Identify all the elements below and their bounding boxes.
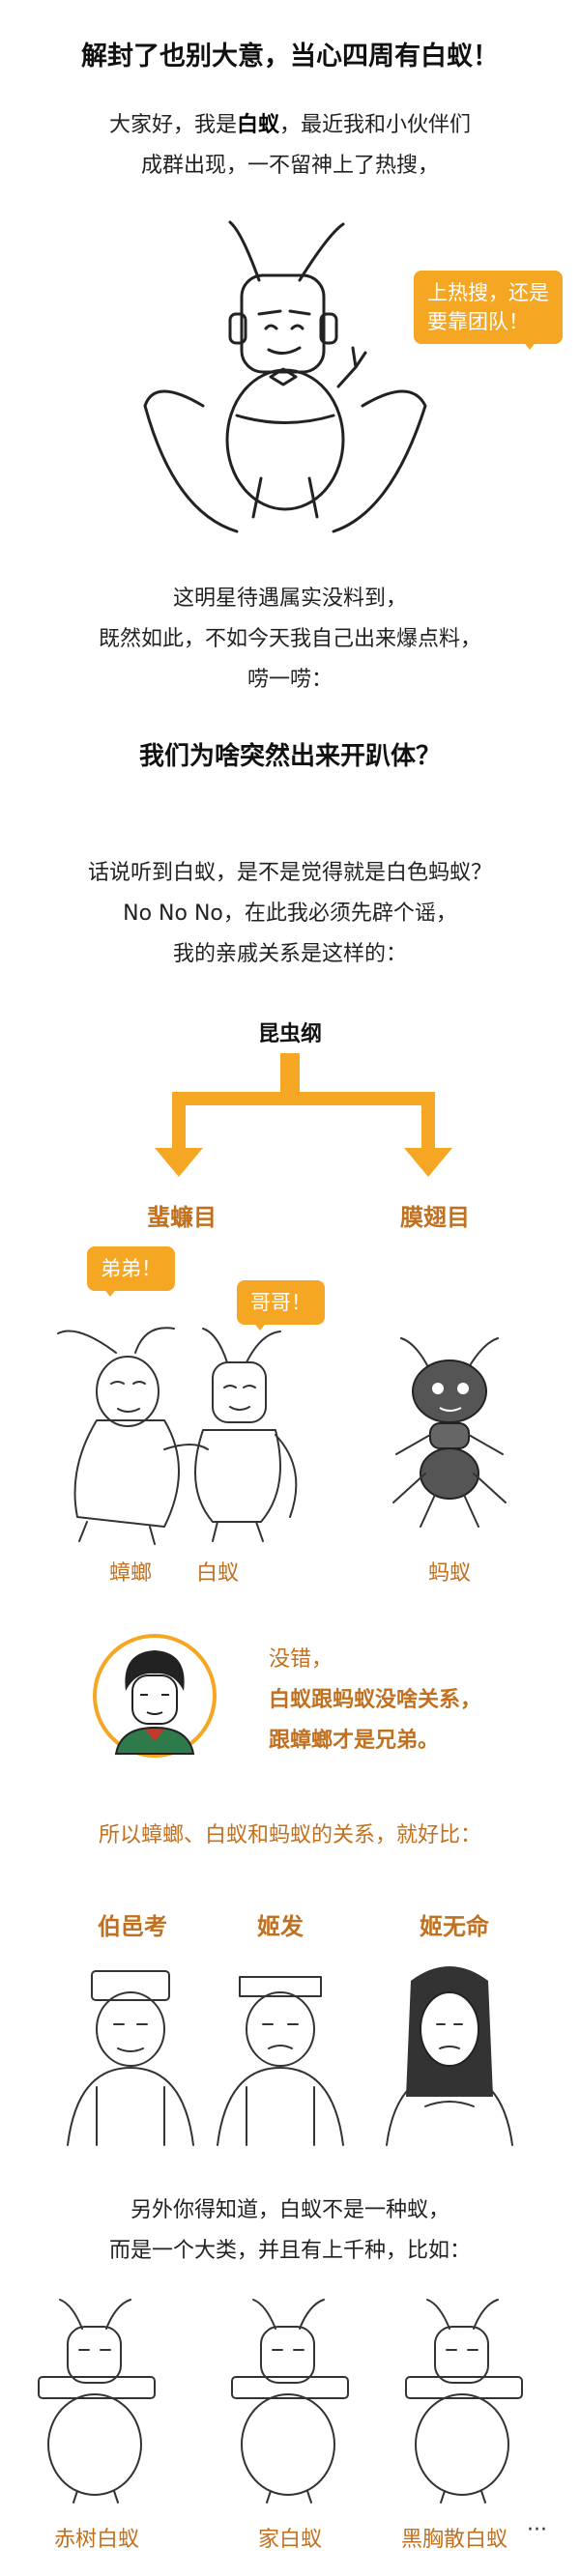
star-line-2: 既然如此，不如今天我自己出来爆点料， [98,627,481,651]
historical-figures-illustration [67,1966,513,2146]
relation-text: 所以蟑螂、白蚁和蚂蚁的关系，就好比： [98,1823,481,1847]
termite-species-illustration [38,2299,523,2504]
explain-line-2: 白蚁跟蚂蚁没啥关系， [269,1688,482,1712]
intro-bold-termite: 白蚁 [236,113,279,137]
species-label-1: 赤树白蚁 [53,2528,139,2552]
kinds-line-2: 而是一个大类，并且有上千种，比如： [108,2239,471,2263]
narrator-avatar [93,1634,217,1758]
classification-arrows [155,1053,452,1177]
tree-right-order: 膜翅目 [400,1204,470,1231]
intro-line-1: 大家好，我是白蚁，最近我和小伙伴们 [0,106,580,145]
more-ellipsis: ··· [527,2518,547,2542]
intro-text: 大家好，我是 [108,113,237,137]
headline: 解封了也别大意，当心四周有白蚁！ [81,42,499,72]
rumor-line-3: 我的亲戚关系是这样的： [172,942,407,966]
kinds-line-1: 另外你得知道，白蚁不是一种蚁， [130,2198,450,2222]
rumor-line-1: 话说听到白蚁，是不是觉得就是白色蚂蚁？ [87,861,492,885]
section-title: 我们为啥突然出来开趴体？ [138,742,441,771]
label-termite: 白蚁 [195,1561,239,1586]
species-label-2: 家白蚁 [257,2528,322,2552]
label-ant: 蚂蚁 [427,1561,471,1586]
bubble-line: 要靠团队！ [427,310,529,333]
name-jifa: 姬发 [257,1913,304,1940]
name-jiwuming: 姬无命 [420,1913,489,1940]
intro-text: ，最近我和小伙伴们 [279,113,472,137]
bubble-line: 上热搜，还是 [427,281,549,304]
speech-bubble-gege: 哥哥！ [237,1280,325,1331]
name-boyikao: 伯邑考 [98,1913,167,1940]
tree-left-order: 蜚蠊目 [147,1204,217,1231]
star-line-3: 唠一唠： [246,668,333,692]
speech-bubble-hot: 上热搜，还是 要靠团队！ [414,271,563,350]
speech-bubble-didi: 弟弟！ [87,1246,175,1297]
label-cockroach: 蟑螂 [108,1561,152,1586]
explain-line-1: 没错， [269,1647,334,1672]
rumor-line-2: No No No，在此我必须先辟个谣， [123,902,457,926]
intro-line-2: 成群出现，一不留神上了热搜， [140,154,439,178]
tree-root: 昆虫纲 [257,1022,322,1046]
star-line-1: 这明星待遇属实没料到， [172,587,407,611]
ant-illustration [392,1337,507,1528]
cockroach-termite-illustration [57,1327,298,1545]
termite-star-illustration [143,220,427,533]
species-label-3: 黑胸散白蚁 [400,2528,508,2552]
explain-line-3: 跟蟑螂才是兄弟。 [269,1729,440,1753]
